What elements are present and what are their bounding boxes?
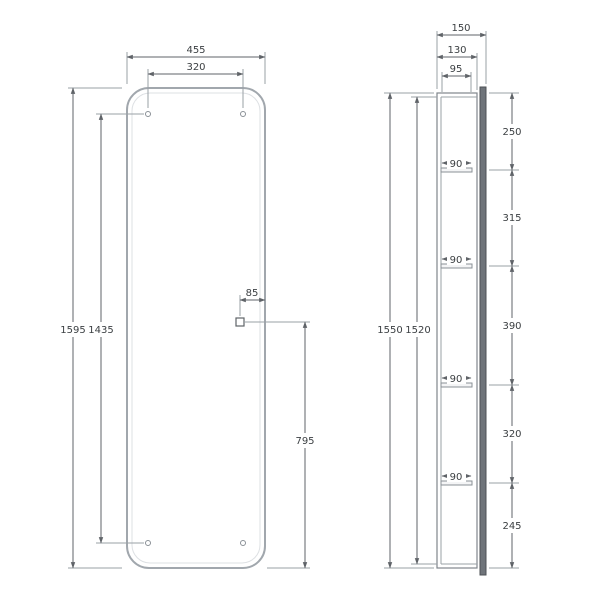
dim-label-front-overall-width: 455 — [186, 45, 205, 56]
dim-label-side-inner-depth: 95 — [450, 64, 463, 75]
dim-label-shelf-depth-2: 90 — [450, 255, 463, 266]
dim-label-segment-1: 250 — [502, 127, 521, 138]
mount-hole-top-right — [240, 111, 246, 117]
dim-side-overall-height: 1550 — [376, 92, 434, 569]
dim-front-sensor-offset: 85 — [239, 288, 266, 316]
dim-shelf-depth-4: 90 — [441, 470, 472, 483]
dim-front-sensor-height: 795 — [244, 321, 319, 569]
dim-label-side-body-depth: 130 — [447, 45, 466, 56]
dim-side-overall-depth: 150 — [436, 23, 487, 89]
dim-label-front-sensor-offset: 85 — [246, 288, 259, 299]
dim-shelf-depth-3: 90 — [441, 372, 472, 385]
dim-label-front-overall-height: 1595 — [60, 325, 85, 336]
mirror-outline — [126, 87, 266, 569]
dim-shelf-depth-1: 90 — [441, 157, 472, 170]
dim-front-overall-width: 455 — [126, 45, 266, 84]
dim-side-shelf-chain: 250 315 390 320 245 — [489, 92, 526, 569]
mount-hole-bottom-right — [240, 540, 246, 546]
dim-label-side-inner-height: 1520 — [405, 325, 430, 336]
dim-front-hole-height: 1435 — [87, 113, 144, 544]
dim-label-shelf-depth-1: 90 — [450, 159, 463, 170]
dim-shelf-depth-2: 90 — [441, 253, 472, 266]
dim-label-front-sensor-height: 795 — [295, 436, 314, 447]
side-view — [436, 86, 487, 576]
mirror-inner-edge — [131, 92, 261, 564]
mount-hole-bottom-left — [145, 540, 151, 546]
touch-sensor — [235, 317, 245, 327]
dim-label-front-hole-height: 1435 — [88, 325, 113, 336]
dim-label-side-overall-depth: 150 — [451, 23, 470, 34]
dim-label-segment-4: 320 — [502, 429, 521, 440]
mirror-door-section — [479, 86, 487, 576]
dim-label-shelf-depth-4: 90 — [450, 472, 463, 483]
dim-label-shelf-depth-3: 90 — [450, 374, 463, 385]
dim-label-side-overall-height: 1550 — [377, 325, 402, 336]
mount-hole-top-left — [145, 111, 151, 117]
dim-side-inner-depth: 95 — [441, 64, 472, 92]
dim-label-segment-3: 390 — [502, 321, 521, 332]
dim-front-overall-height: 1595 — [59, 87, 122, 569]
dim-label-segment-2: 315 — [502, 213, 521, 224]
dim-label-front-hole-width: 320 — [186, 62, 205, 73]
dim-side-inner-height: 1520 — [404, 96, 437, 565]
front-view — [126, 87, 266, 569]
dim-side-body-depth: 130 — [436, 45, 478, 90]
dim-label-segment-5: 245 — [502, 521, 521, 532]
dim-front-hole-width: 320 — [147, 62, 244, 108]
